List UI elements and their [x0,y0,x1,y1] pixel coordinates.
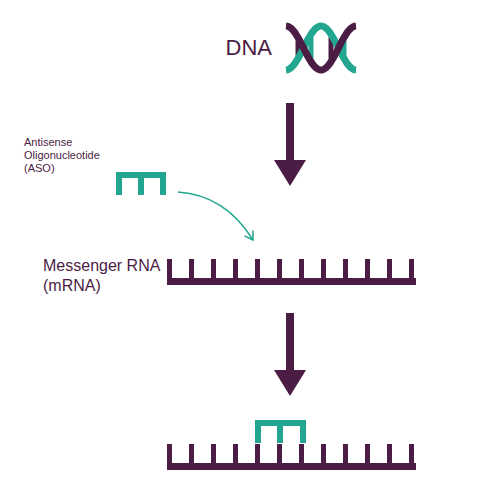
dna-helix [286,26,356,70]
mrna-strand [167,444,416,470]
down-arrow [274,103,306,186]
bound-aso [255,420,306,443]
mrna-label: Messenger RNA (mRNA) [43,256,165,296]
aso-strand [116,172,166,195]
mrna-strand [167,259,416,285]
aso-label: Antisense Oligonucleotide (ASO) [24,136,112,175]
dna-label: DNA [200,35,272,61]
down-arrow [274,313,306,396]
binding-arrow [178,192,253,240]
